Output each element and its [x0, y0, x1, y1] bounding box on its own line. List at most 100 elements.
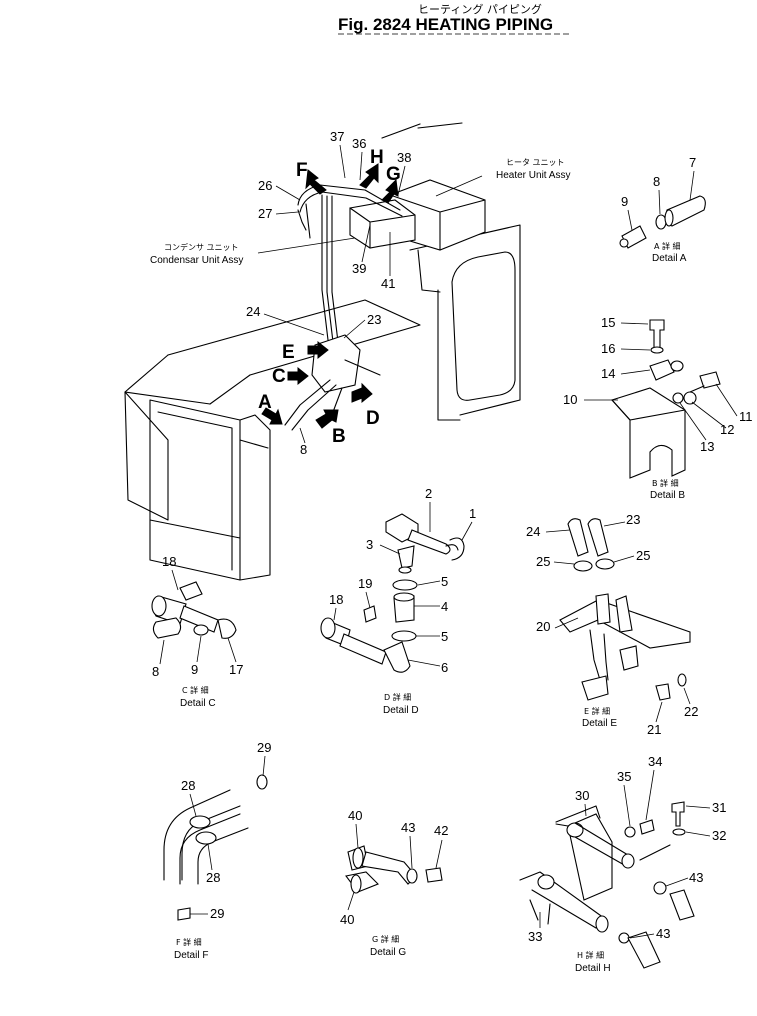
part-number: 1 — [469, 506, 476, 521]
part-number: 35 — [617, 769, 631, 784]
detail-a-jp: A 詳 細 — [654, 241, 681, 251]
part-number: 40 — [348, 808, 362, 823]
part-number: 8 — [152, 664, 159, 679]
part-number: 7 — [689, 155, 696, 170]
condenser-unit — [349, 199, 416, 249]
part-number: 13 — [700, 439, 714, 454]
part-number: 34 — [648, 754, 662, 769]
arrow-icon — [261, 407, 283, 425]
detail-c — [151, 581, 237, 639]
part-number: 15 — [601, 315, 615, 330]
detail-d-label: Detail D — [383, 705, 419, 716]
arrow-icon — [351, 382, 373, 404]
part-number: 33 — [528, 929, 542, 944]
part-number: 10 — [563, 392, 577, 407]
part-number: 38 — [397, 150, 411, 165]
detail-e-label: Detail E — [582, 718, 617, 729]
part-number: 25 — [536, 554, 550, 569]
view-letter-a: A — [258, 392, 272, 413]
part-number: 24 — [246, 304, 260, 319]
title-japanese: ヒーティング パイピング — [418, 2, 542, 16]
cab-window — [451, 251, 516, 401]
part-number: 40 — [340, 912, 354, 927]
part-number: 6 — [441, 660, 448, 675]
detail-d — [320, 513, 465, 673]
view-letter-h: H — [370, 147, 384, 168]
detail-c-jp: C 詳 細 — [182, 685, 209, 695]
detail-h-jp: H 詳 細 — [577, 950, 604, 960]
part-number: 41 — [381, 276, 395, 291]
part-number: 17 — [229, 662, 243, 677]
part-number: 5 — [441, 629, 448, 644]
part-number: 23 — [626, 512, 640, 527]
detail-b-jp: B 詳 細 — [652, 478, 679, 488]
detail-f — [163, 774, 268, 921]
detail-f-label: Detail F — [174, 950, 208, 961]
heater-callout: Heater Unit Assy — [496, 170, 570, 181]
part-number: 11 — [739, 409, 753, 424]
part-number: 28 — [206, 870, 220, 885]
part-number: 37 — [330, 129, 344, 144]
part-number: 16 — [601, 341, 615, 356]
detail-a-label: Detail A — [652, 253, 687, 264]
part-number: 29 — [257, 740, 271, 755]
view-letter-g: G — [386, 164, 401, 185]
detail-b — [611, 319, 721, 479]
part-number: 24 — [526, 524, 540, 539]
part-number: 2 — [425, 486, 432, 501]
part-number: 14 — [601, 366, 615, 381]
detail-b-label: Detail B — [650, 490, 685, 501]
part-number: 28 — [181, 778, 195, 793]
part-number: 22 — [684, 704, 698, 719]
part-number: 5 — [441, 574, 448, 589]
part-number: 43 — [656, 926, 670, 941]
view-letter-c: C — [272, 366, 286, 387]
view-letter-f: F — [296, 160, 308, 181]
view-arrows — [261, 163, 399, 429]
part-number: 25 — [636, 548, 650, 563]
part-number: 30 — [575, 788, 589, 803]
detail-g-label: Detail G — [370, 947, 406, 958]
figure-title: Fig. 2824 HEATING PIPING — [338, 15, 553, 34]
part-number: 43 — [689, 870, 703, 885]
arrow-icon — [315, 409, 339, 429]
part-number: 42 — [434, 823, 448, 838]
detail-e-jp: E 詳 細 — [584, 706, 610, 716]
condenser-callout: Condensar Unit Assy — [150, 255, 243, 266]
heater-callout-jp: ヒータ ユニット — [506, 158, 565, 167]
detail-c-label: Detail C — [180, 698, 216, 709]
part-number: 32 — [712, 828, 726, 843]
detail-a — [619, 195, 706, 249]
part-number: 12 — [720, 422, 734, 437]
detail-e — [559, 518, 691, 701]
part-number: 21 — [647, 722, 661, 737]
view-letter-b: B — [332, 426, 346, 447]
part-number: 23 — [367, 312, 381, 327]
detail-f-jp: F 詳 細 — [176, 937, 202, 947]
part-number: 26 — [258, 178, 272, 193]
arrow-icon — [307, 340, 329, 360]
part-number: 18 — [162, 554, 176, 569]
view-letter-d: D — [366, 408, 380, 429]
part-number: 19 — [358, 576, 372, 591]
part-number: 27 — [258, 206, 272, 221]
part-number: 39 — [352, 261, 366, 276]
part-number: 8 — [300, 442, 307, 457]
arrow-icon — [359, 163, 379, 189]
part-number: 4 — [441, 599, 448, 614]
arrow-icon — [305, 169, 327, 195]
part-number: 36 — [352, 136, 366, 151]
view-letter-e: E — [282, 342, 295, 363]
part-number: 8 — [653, 174, 660, 189]
part-number: 18 — [329, 592, 343, 607]
part-number: 43 — [401, 820, 415, 835]
part-number: 31 — [712, 800, 726, 815]
detail-h — [519, 801, 695, 969]
condenser-callout-jp: コンデンサ ユニット — [164, 242, 239, 252]
detail-g-jp: G 詳 細 — [372, 934, 399, 944]
part-number: 9 — [621, 194, 628, 209]
arrow-icon — [287, 366, 309, 386]
part-number: 29 — [210, 906, 224, 921]
detail-h-label: Detail H — [575, 963, 611, 974]
